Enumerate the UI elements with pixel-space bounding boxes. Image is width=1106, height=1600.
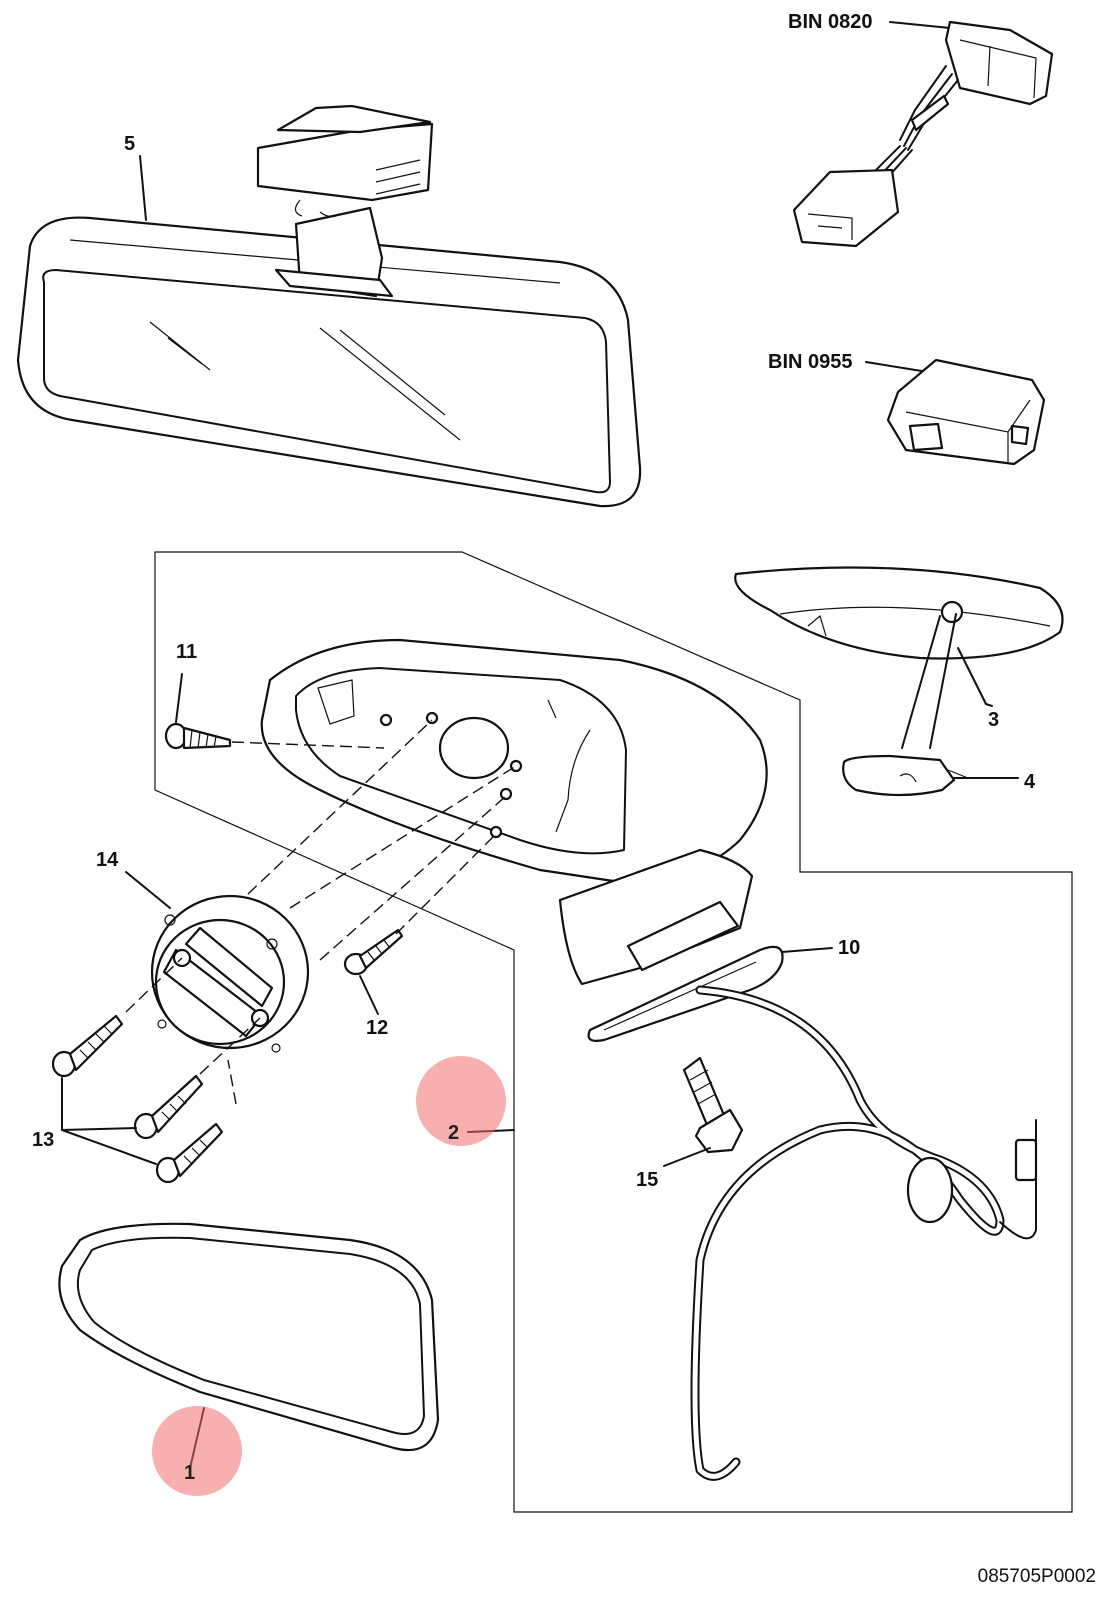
- drawing-code: 085705P0002: [977, 1566, 1096, 1587]
- interior-mirror: [16, 104, 642, 508]
- gasket: [587, 945, 833, 1042]
- callout-10-gasket-label: 10: [838, 937, 861, 959]
- callout-15-bolt: 15: [636, 1169, 659, 1191]
- callout-3-lamp-housing: 3: [988, 709, 1000, 731]
- callout-11-screw: 11: [176, 641, 198, 663]
- mirror-cable: [690, 985, 1005, 1481]
- outside-mirror-housing: [260, 638, 768, 986]
- callout-5-interior-mirror: 5: [124, 133, 136, 155]
- hotspot-1-label: 1: [184, 1462, 196, 1484]
- callout-bin-0955-module: BIN 0955: [768, 351, 853, 373]
- bulb: [842, 613, 1019, 797]
- hotspot-1[interactable]: 1: [152, 1406, 242, 1496]
- callout-13-screws: 13: [32, 1129, 55, 1151]
- callout-bin-0820-harness: BIN 0820: [788, 11, 873, 33]
- hotspot-2-label: 2: [448, 1122, 460, 1144]
- callout-4-bulb: 4: [1024, 771, 1036, 793]
- bolt: [663, 1056, 744, 1167]
- explode-lines: [125, 719, 517, 1105]
- mirror-glass: [58, 1222, 440, 1469]
- harness-bin-0820: [792, 20, 1054, 248]
- screws: [51, 673, 404, 1184]
- callout-12-screw: 12: [366, 1017, 389, 1039]
- module-bin-0955: [865, 358, 1046, 466]
- callout-14-actuator: 14: [96, 849, 119, 871]
- actuator: [125, 871, 310, 1053]
- assembly-frame: [154, 551, 1073, 1513]
- hotspot-2[interactable]: 2: [416, 1056, 506, 1146]
- lamp-housing: [734, 566, 1064, 705]
